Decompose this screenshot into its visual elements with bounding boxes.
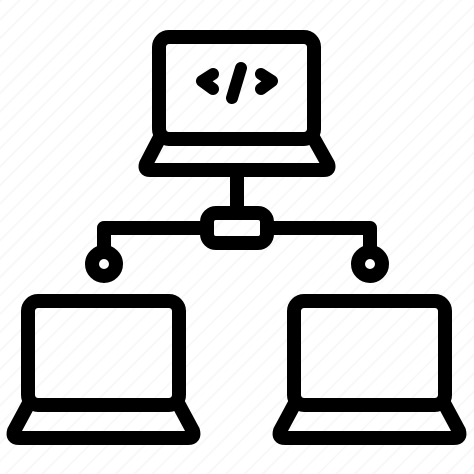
- right-node: [351, 245, 389, 283]
- network-connector: [85, 163, 389, 283]
- bottom-left-laptop-base: [6, 398, 201, 445]
- bottom-right-laptop-icon: [272, 294, 467, 445]
- code-icon: [196, 62, 278, 104]
- left-branch-line: [97, 221, 214, 258]
- bottom-left-laptop-screen: [21, 294, 186, 412]
- bottom-left-laptop-icon: [6, 294, 201, 445]
- top-laptop-icon: [138, 30, 336, 177]
- bottom-right-laptop-base: [272, 398, 467, 445]
- bottom-right-laptop-screen: [287, 294, 452, 412]
- left-node: [85, 245, 123, 283]
- right-branch-line: [260, 221, 377, 258]
- top-laptop-screen: [152, 30, 321, 146]
- network-hub: [200, 206, 274, 250]
